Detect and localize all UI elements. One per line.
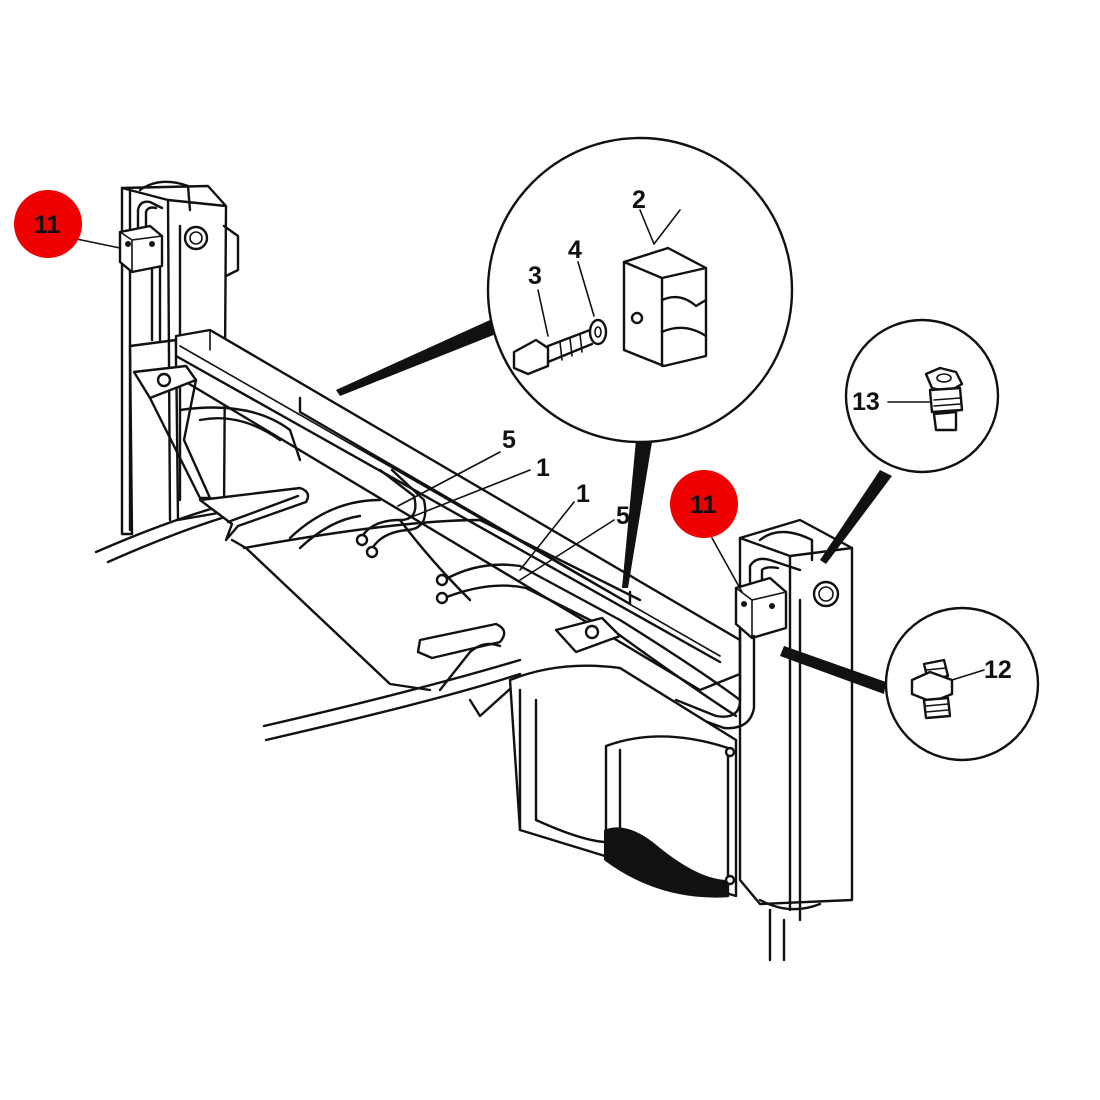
left-valve-block [118,200,164,274]
callout-4: 4 [568,236,582,264]
callout-5-upper: 5 [502,426,516,454]
left-mast [120,180,240,536]
callout-2: 2 [632,186,646,214]
badge-11-right [670,470,738,538]
leader-11-right [711,537,743,593]
motor-housing [508,664,738,898]
callout-11-left: 11 [34,211,61,239]
center-clamp-plate [554,616,622,654]
callout-11-right: 11 [690,491,717,519]
callout-5-lower: 5 [616,502,630,530]
callout-13: 13 [852,388,880,416]
detail-circle-clamp [336,136,794,588]
detail-circle-12 [780,606,1040,762]
callout-1-upper: 1 [536,454,550,482]
lower-frame [94,406,642,742]
callout-1-lower: 1 [576,480,590,508]
badge-11-left [14,190,82,258]
callout-3: 3 [528,262,542,290]
detail-circle-13 [820,318,1000,564]
leaders-center [397,451,615,581]
callout-12: 12 [984,656,1012,684]
left-bracket [132,364,212,500]
